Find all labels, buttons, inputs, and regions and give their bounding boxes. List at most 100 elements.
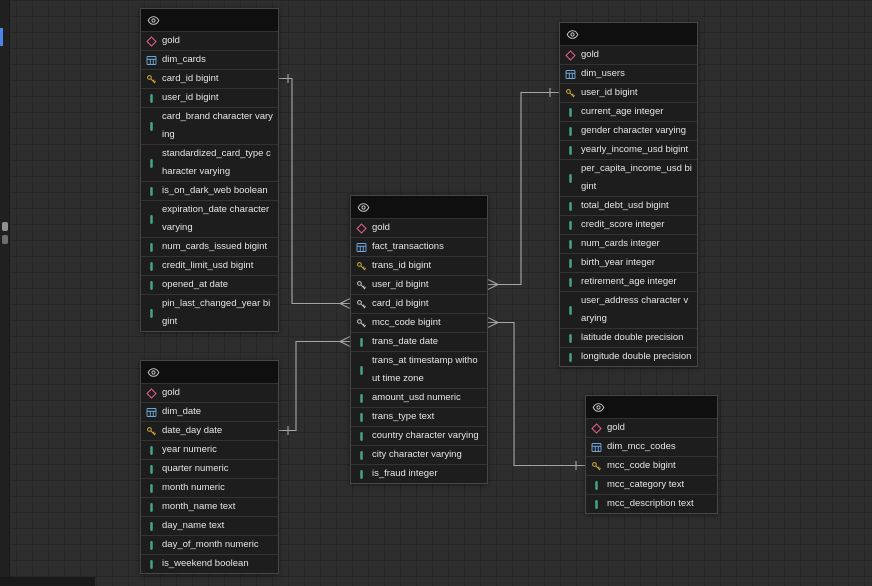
column-icon: [356, 337, 367, 348]
bottom-panel-edge: [0, 577, 95, 586]
table-card-header[interactable]: [141, 361, 278, 383]
field-row-label: country character varying: [372, 430, 479, 441]
field-row: num_cards integer: [560, 234, 697, 253]
visibility-eye-icon[interactable]: [592, 401, 605, 414]
field-row: total_debt_usd bigint: [560, 196, 697, 215]
field-row: user_id bigint: [351, 275, 487, 294]
column-icon: [565, 333, 576, 344]
column-icon: [146, 308, 157, 319]
column-icon: [565, 201, 576, 212]
relation-dim_cards-fact_transactions: [279, 74, 351, 309]
scrollbar-thumb[interactable]: [2, 235, 8, 244]
field-row: mcc_code bigint: [586, 456, 717, 475]
field-row: user_address character varying: [560, 291, 697, 328]
column-icon: [146, 93, 157, 104]
field-row-label: quarter numeric: [162, 463, 229, 474]
field-row: card_brand character varying: [141, 107, 278, 144]
visibility-eye-icon[interactable]: [147, 366, 160, 379]
column-icon: [146, 280, 157, 291]
field-row-label: gender character varying: [581, 125, 687, 136]
table-card-header[interactable]: [141, 9, 278, 31]
field-row: longitude double precision: [560, 347, 697, 366]
table-name-row: fact_transactions: [351, 237, 487, 256]
table-name-row-label: fact_transactions: [372, 241, 444, 252]
field-row-label: num_cards_issued bigint: [162, 241, 268, 252]
table-icon: [146, 55, 157, 66]
column-icon: [565, 352, 576, 363]
table-card-header[interactable]: [586, 396, 717, 418]
field-row-label: pin_last_changed_year bigint: [162, 298, 271, 327]
field-row-label: day_of_month numeric: [162, 539, 259, 550]
field-row-label: standardized_card_type character varying: [162, 148, 271, 177]
column-icon: [146, 186, 157, 197]
field-row-label: mcc_code bigint: [607, 460, 676, 471]
field-row-label: amount_usd numeric: [372, 392, 461, 403]
column-icon: [565, 305, 576, 316]
table-name-row: dim_users: [560, 64, 697, 83]
table-card-fact_transactions[interactable]: gold fact_transactions trans_id bigint user…: [350, 195, 488, 484]
field-row: gender character varying: [560, 121, 697, 140]
schema-row: gold: [141, 31, 278, 50]
column-icon: [146, 464, 157, 475]
visibility-eye-icon[interactable]: [357, 201, 370, 214]
primary-key-icon: [591, 461, 602, 472]
foreign-key-icon: [356, 280, 367, 291]
field-row: quarter numeric: [141, 459, 278, 478]
schema-diamond-icon: [146, 35, 157, 47]
field-row: trans_type text: [351, 407, 487, 426]
field-row-label: card_brand character varying: [162, 111, 273, 140]
field-row: mcc_code bigint: [351, 313, 487, 332]
column-icon: [356, 365, 367, 376]
field-row-label: latitude double precision: [581, 332, 684, 343]
field-row: opened_at date: [141, 275, 278, 294]
table-icon: [565, 69, 576, 80]
table-card-header[interactable]: [351, 196, 487, 218]
field-row-label: trans_id bigint: [372, 260, 432, 271]
column-icon: [146, 214, 157, 225]
field-row-label: day_name text: [162, 520, 225, 531]
table-name-row-label: dim_users: [581, 68, 625, 79]
field-row: credit_score integer: [560, 215, 697, 234]
schema-row-label: gold: [581, 49, 599, 60]
field-row: user_id bigint: [560, 83, 697, 102]
field-row-label: trans_date date: [372, 336, 439, 347]
field-row-label: birth_year integer: [581, 257, 655, 268]
active-indicator: [0, 28, 3, 46]
schema-row: gold: [586, 418, 717, 437]
field-row-label: retirement_age integer: [581, 276, 677, 287]
field-row-label: card_id bigint: [162, 73, 219, 84]
relation-fact_transactions-dim_users: [487, 88, 559, 290]
field-row: is_on_dark_web boolean: [141, 181, 278, 200]
field-row: current_age integer: [560, 102, 697, 121]
column-icon: [356, 450, 367, 461]
field-row: is_fraud integer: [351, 464, 487, 483]
field-row: mcc_description text: [586, 494, 717, 513]
field-row: retirement_age integer: [560, 272, 697, 291]
column-icon: [146, 502, 157, 513]
field-row-label: longitude double precision: [581, 351, 692, 362]
primary-key-icon: [146, 74, 157, 85]
field-row: trans_id bigint: [351, 256, 487, 275]
scrollbar-thumb[interactable]: [2, 222, 8, 231]
column-icon: [565, 107, 576, 118]
visibility-eye-icon[interactable]: [566, 28, 579, 41]
column-icon: [565, 220, 576, 231]
schema-row: gold: [351, 218, 487, 237]
table-card-header[interactable]: [560, 23, 697, 45]
table-name-row-label: dim_date: [162, 406, 202, 417]
visibility-eye-icon[interactable]: [147, 14, 160, 27]
field-row: pin_last_changed_year bigint: [141, 294, 278, 331]
schema-diamond-icon: [591, 422, 602, 434]
field-row-label: year numeric: [162, 444, 217, 455]
column-icon: [591, 499, 602, 510]
field-row: day_name text: [141, 516, 278, 535]
field-row-label: total_debt_usd bigint: [581, 200, 669, 211]
field-row: trans_at timestamp without time zone: [351, 351, 487, 388]
field-row: per_capita_income_usd bigint: [560, 159, 697, 196]
field-row: month numeric: [141, 478, 278, 497]
